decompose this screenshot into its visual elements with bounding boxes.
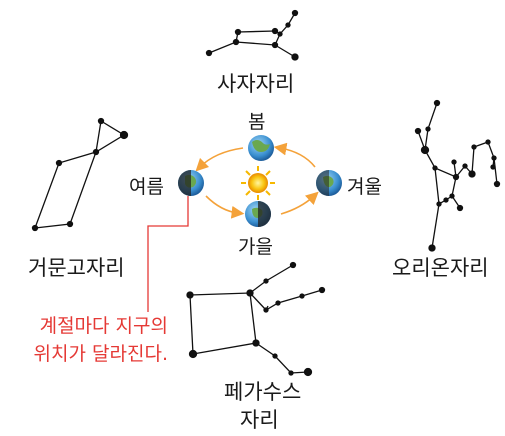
note-line-1: 계절마다 지구의	[39, 315, 168, 337]
earth-autumn-icon	[245, 201, 271, 227]
earth-winter-icon	[316, 170, 342, 196]
orion-label: 오리온자리	[392, 256, 489, 280]
sun-icon	[241, 166, 275, 200]
lyra-constellation	[31, 117, 129, 232]
orion-constellation	[414, 99, 501, 252]
season-winter-label: 겨울	[347, 176, 382, 198]
leo-constellation	[205, 9, 299, 61]
earth-summer-icon	[178, 170, 204, 196]
season-autumn-label: 가을	[238, 236, 273, 258]
orbit-arrow-summer-autumn	[205, 195, 245, 219]
season-summer-label: 여름	[129, 176, 164, 198]
orbit-arrows	[195, 142, 319, 219]
orbit-arrow-spring-summer	[195, 147, 244, 172]
leo-label: 사자자리	[217, 72, 295, 96]
note-line-2: 위치가 달라진다.	[33, 343, 168, 365]
season-spring-label: 봄	[248, 111, 266, 133]
orbit-arrow-winter-spring	[273, 142, 316, 168]
lyra-label: 거문고자리	[28, 256, 125, 280]
note-leader-line	[147, 196, 189, 312]
pegasus-label-line2: 자리	[240, 408, 279, 432]
pegasus-constellation	[186, 261, 326, 377]
pegasus-label-line1: 페가수스	[224, 380, 302, 404]
orbit-arrow-autumn-winter	[280, 191, 319, 215]
earth-spring-icon	[248, 135, 274, 161]
note-text: 계절마다 지구의 위치가 달라진다.	[10, 312, 168, 368]
